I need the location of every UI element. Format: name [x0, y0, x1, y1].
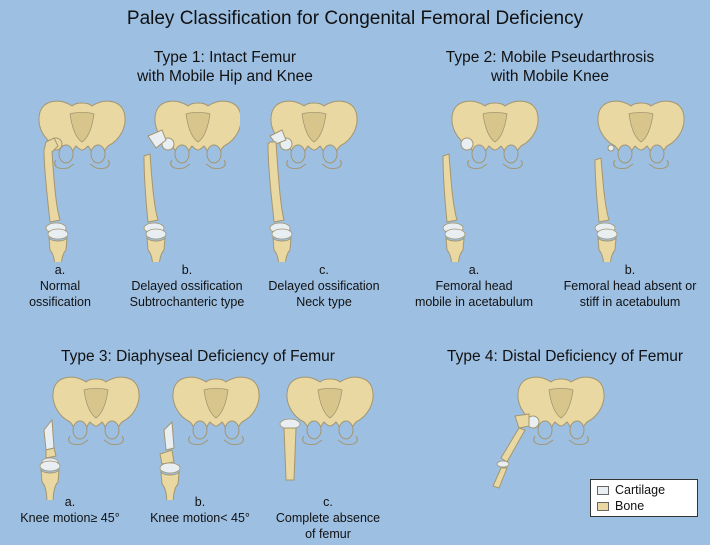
figure-type3a [39, 376, 140, 500]
type2-heading: Type 2: Mobile Pseudarthrosis with Mobil… [420, 48, 680, 86]
caption-letter: a. [54, 263, 66, 277]
legend-item-bone: Bone [597, 498, 691, 514]
type1-heading-line2: with Mobile Hip and Knee [137, 68, 313, 85]
caption-type2a: a. Femoral head mobile in acetabulum [404, 262, 544, 310]
caption-line1: Normal [39, 279, 81, 293]
bone-swatch [597, 501, 609, 511]
type1-heading-line1: Type 1: Intact Femur [153, 49, 297, 66]
caption-line1: Delayed ossification [131, 279, 243, 293]
type2-heading-line2: with Mobile Knee [490, 68, 610, 85]
type1-heading: Type 1: Intact Femur with Mobile Hip and… [85, 48, 365, 86]
caption-line1: Knee motion< 45° [150, 511, 250, 525]
caption-letter: a. [64, 495, 76, 509]
caption-line2: of femur [305, 527, 351, 541]
diagram-title: Paley Classification for Congenital Femo… [126, 8, 584, 29]
cartilage-swatch [597, 485, 609, 495]
caption-line1: Femoral head absent or [563, 279, 697, 293]
caption-line2: mobile in acetabulum [414, 295, 534, 309]
caption-type2b: b. Femoral head absent or stiff in aceta… [550, 262, 710, 310]
figure-type1c [267, 100, 358, 262]
figure-type1a [38, 100, 126, 262]
figure-type1b [143, 100, 240, 262]
legend-label: Cartilage [615, 483, 666, 497]
caption-letter: a. [468, 263, 480, 277]
caption-letter: c. [319, 263, 329, 277]
caption-letter: b. [194, 495, 206, 509]
type2-heading-line1: Type 2: Mobile Pseudarthrosis [445, 49, 655, 66]
type3-heading: Type 3: Diaphyseal Deficiency of Femur [61, 348, 335, 365]
legend: Cartilage Bone [590, 479, 698, 517]
figure-type2a [442, 100, 539, 262]
figure-type3c [279, 376, 374, 481]
caption-line2: ossification [29, 295, 91, 309]
caption-letter: c. [323, 495, 333, 509]
figure-type4 [492, 376, 605, 489]
figure-type3b [159, 376, 260, 500]
caption-line2: Subtrochanteric type [129, 295, 245, 309]
caption-letter: b. [624, 263, 636, 277]
caption-type1c: c. Delayed ossification Neck type [254, 262, 394, 310]
caption-line2: Neck type [296, 295, 352, 309]
caption-type1b: b. Delayed ossification Subtrochanteric … [112, 262, 262, 310]
caption-type3c: c. Complete absence of femur [258, 494, 398, 542]
legend-label: Bone [615, 499, 645, 513]
caption-type3a: a. Knee motion≥ 45° [10, 494, 130, 526]
caption-line1: Knee motion≥ 45° [20, 511, 120, 525]
type4-heading: Type 4: Distal Deficiency of Femur [446, 348, 684, 365]
legend-item-cartilage: Cartilage [597, 482, 691, 498]
caption-line1: Delayed ossification [268, 279, 380, 293]
caption-type1a: a. Normal ossification [0, 262, 120, 310]
caption-line2: stiff in acetabulum [579, 295, 681, 309]
caption-line1: Complete absence [275, 511, 381, 525]
caption-line1: Femoral head [435, 279, 513, 293]
caption-type3b: b. Knee motion< 45° [140, 494, 260, 526]
caption-letter: b. [181, 263, 193, 277]
figure-type2b [594, 100, 685, 262]
